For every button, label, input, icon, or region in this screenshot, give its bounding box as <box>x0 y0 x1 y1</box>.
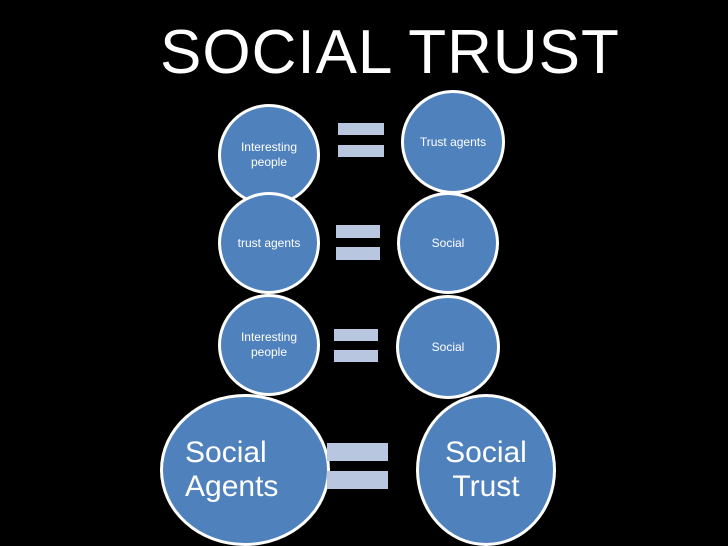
circle-interesting-people-2: Interesting people <box>218 294 320 396</box>
equals-sign-top-bar <box>338 123 384 135</box>
equals-sign-bottom-bar <box>336 247 380 260</box>
equals-sign-bottom-bar <box>338 145 384 157</box>
circle-trust-agents: Trust agents <box>401 90 505 194</box>
circle-social-trust: Social Trust <box>416 394 556 546</box>
circle-social-1: Social <box>397 192 499 294</box>
circle-label: Trust agents <box>419 134 487 149</box>
circle-label: trust agents <box>237 235 301 250</box>
circle-label: Interesting people <box>240 330 298 359</box>
equals-sign-top-bar <box>334 329 378 341</box>
circle-label: Social Trust <box>445 435 527 504</box>
circle-label: Social Agents <box>185 435 279 504</box>
circle-label: Social <box>431 339 465 354</box>
equals-sign-bottom-bar <box>334 350 378 362</box>
slide-title: SOCIAL TRUST <box>160 18 620 87</box>
circle-trust-agents-2: trust agents <box>218 192 320 294</box>
equals-sign-top-bar <box>336 225 380 238</box>
circle-label: Interesting people <box>240 140 298 169</box>
circle-social-agents: Social Agents <box>160 394 330 546</box>
circle-social-2: Social <box>396 295 500 399</box>
circle-interesting-people-1: Interesting people <box>218 104 320 206</box>
circle-label: Social <box>431 235 465 250</box>
equals-sign-bottom-bar <box>327 471 388 489</box>
equals-sign-top-bar <box>327 443 388 461</box>
